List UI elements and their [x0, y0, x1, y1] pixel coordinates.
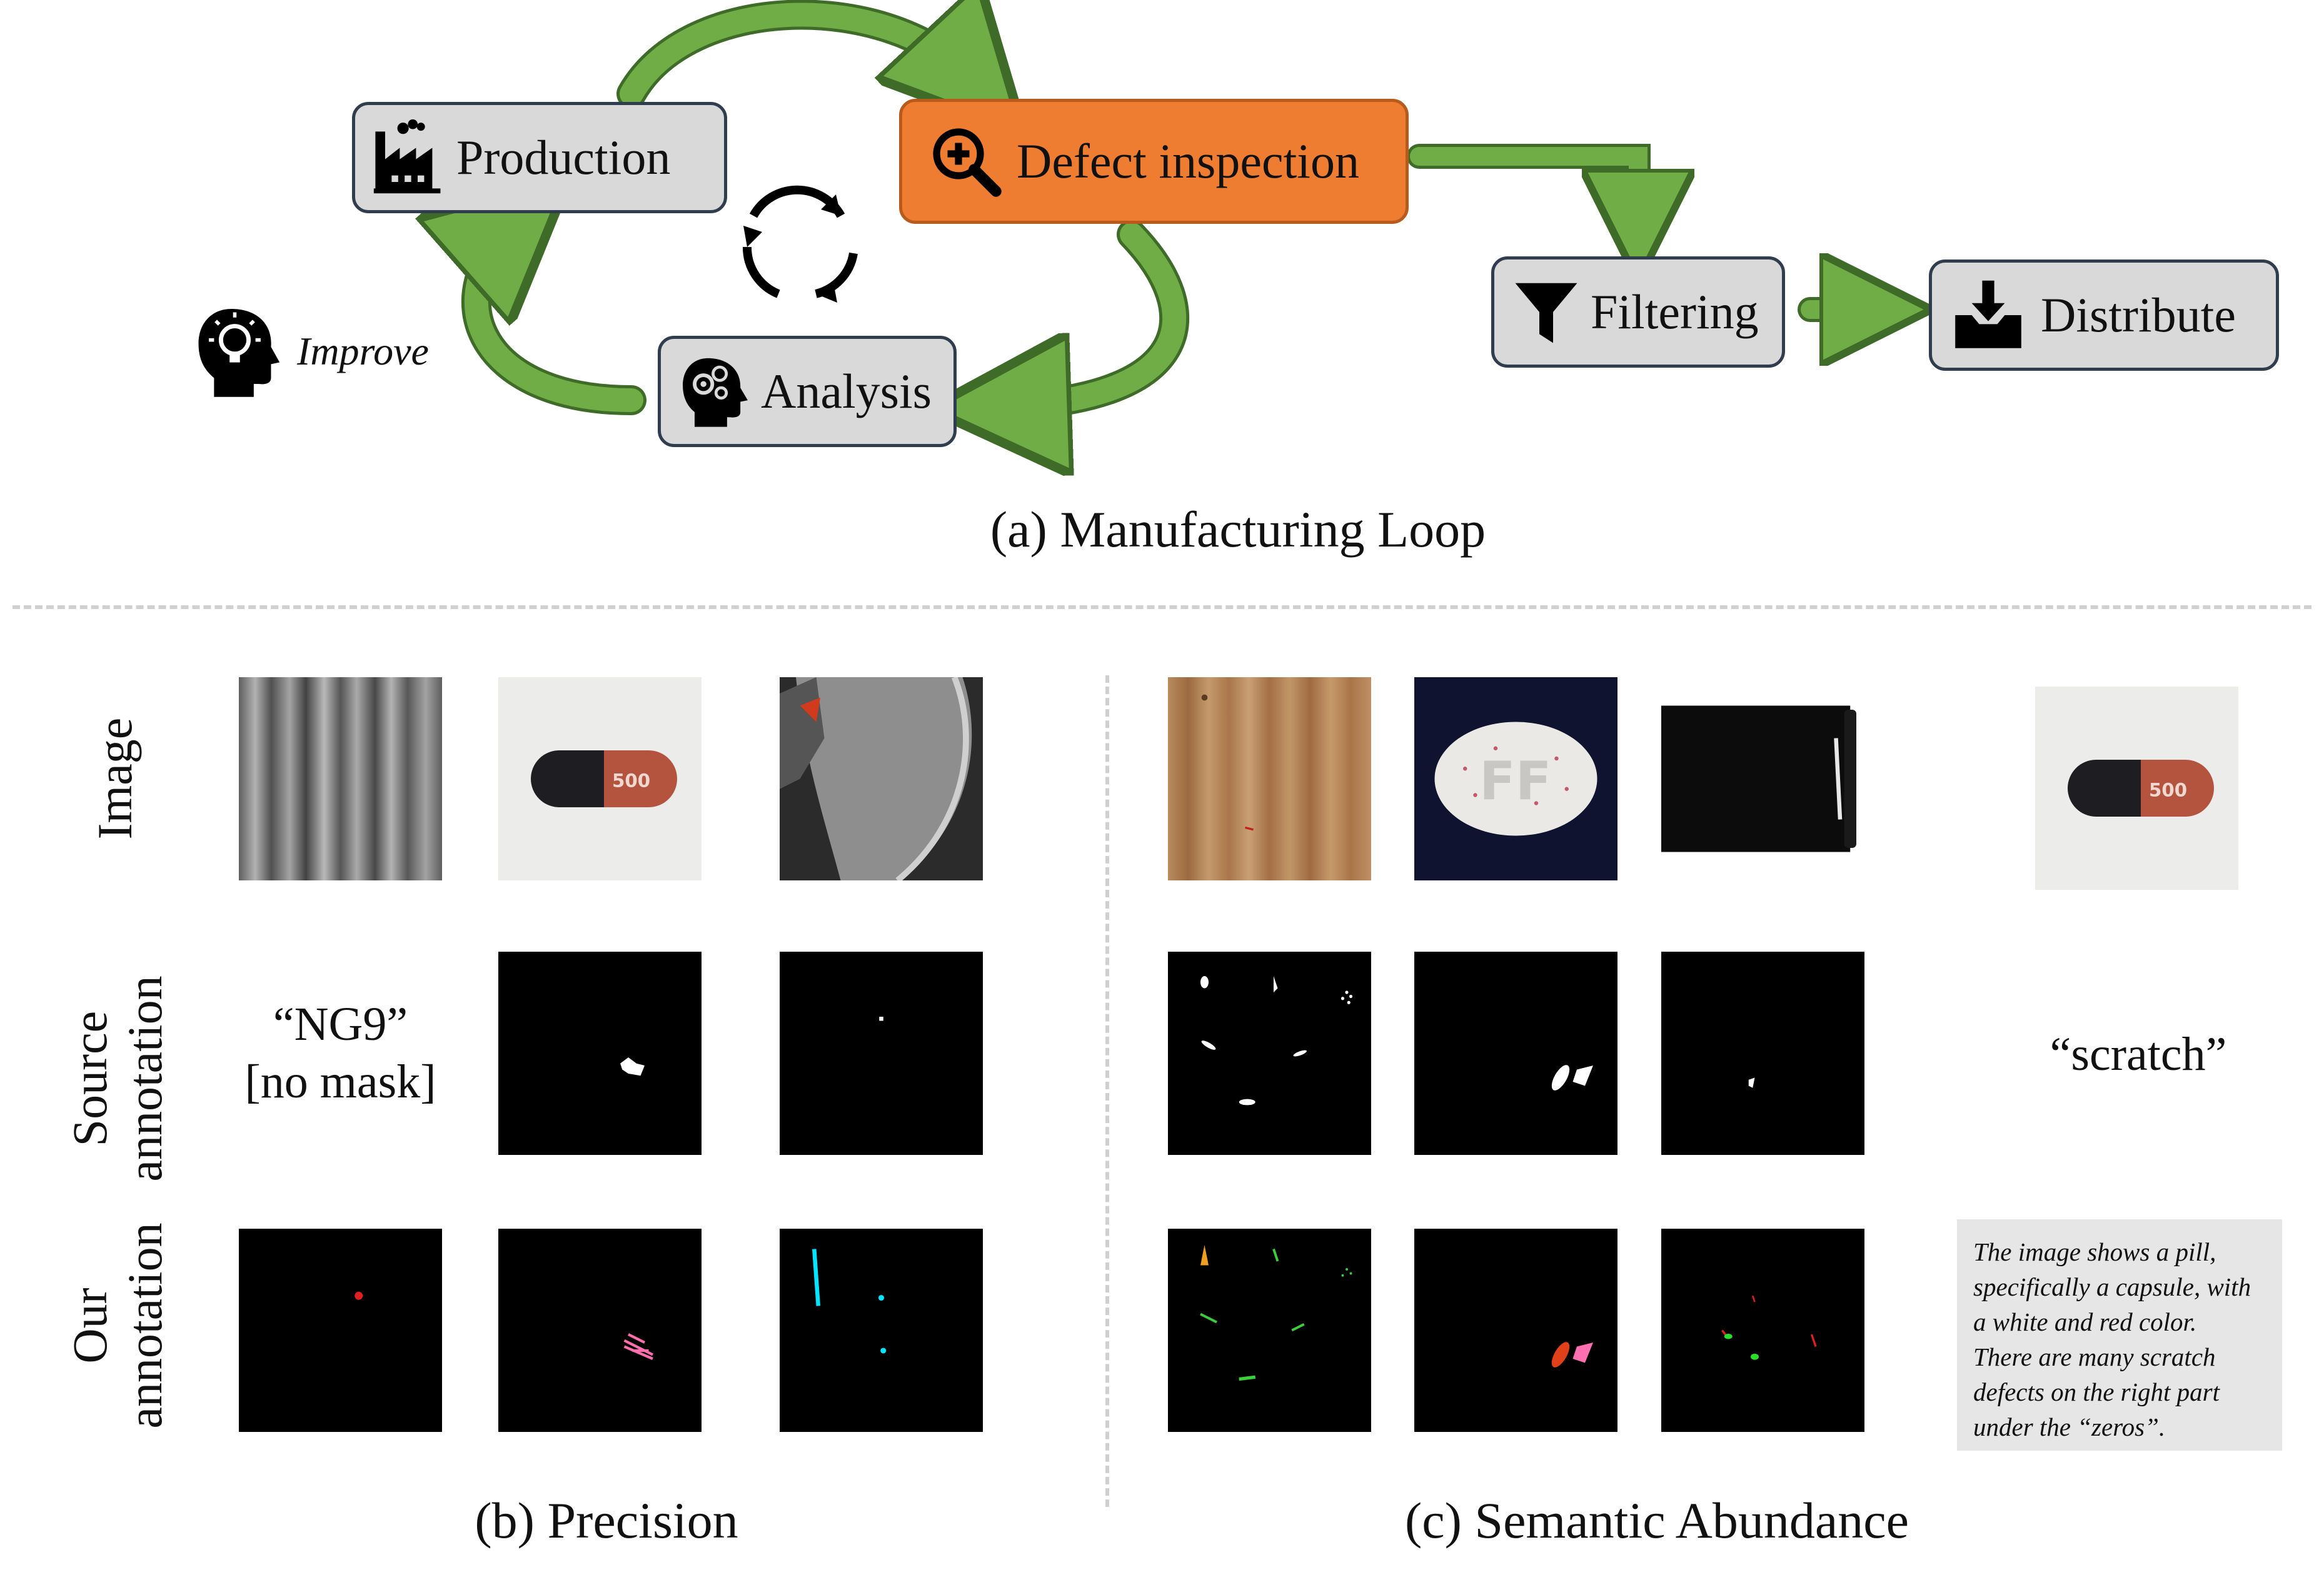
caption-a: (a) Manufacturing Loop	[990, 501, 1486, 558]
source-text-scratch: “scratch”	[2050, 1028, 2227, 1081]
distribute-node: Distribute	[1929, 259, 2279, 371]
image-pill: FF	[1414, 677, 1617, 880]
source-mask-pill	[1414, 952, 1617, 1155]
image-battery	[1661, 677, 1864, 880]
vertical-divider	[1105, 675, 1109, 1507]
lightbulb-head-icon	[198, 309, 280, 397]
image-capsule-2: 500	[2035, 687, 2238, 890]
our-mask-metal	[780, 1229, 983, 1432]
factory-icon	[373, 119, 441, 194]
description-line: The image shows a pill,	[1973, 1237, 2216, 1266]
description-line: a white and red color.	[1973, 1307, 2197, 1336]
capsule-print-2: 500	[2149, 780, 2187, 801]
row-label-image: Image	[88, 717, 142, 840]
production-label: Production	[456, 130, 671, 184]
filtering-node: Filtering	[1491, 256, 1785, 368]
horizontal-divider	[13, 605, 2311, 609]
source-mask-battery	[1661, 952, 1864, 1155]
arrow-inspection-to-filtering	[1407, 144, 1651, 238]
row-label-our: Our annotation	[63, 1194, 175, 1457]
source-text-ng9: “NG9” [no mask]	[239, 995, 442, 1111]
capsule-print: 500	[612, 770, 650, 792]
source-mask-wood	[1168, 952, 1371, 1155]
head-gears-icon	[683, 358, 748, 427]
source-text-ng9-line1: “NG9”	[273, 998, 408, 1050]
flow-arrows	[0, 0, 2324, 625]
analysis-label: Analysis	[761, 364, 932, 418]
image-capsule: 500	[498, 677, 702, 880]
source-text-ng9-line2: [no mask]	[244, 1056, 436, 1108]
our-mask-capsule	[498, 1229, 702, 1432]
improve-label: Improve	[297, 329, 429, 373]
filtering-label: Filtering	[1591, 285, 1759, 339]
description-box: The image shows a pill, specifically a c…	[1957, 1219, 2282, 1451]
caption-c: (c) Semantic Abundance	[1404, 1492, 1909, 1549]
zoom-in-icon	[933, 128, 1002, 197]
our-mask-battery	[1661, 1229, 1864, 1432]
our-mask-texture	[239, 1229, 442, 1432]
row-label-our-line2: annotation	[118, 1222, 172, 1429]
defect-inspection-node: Defect inspection	[899, 99, 1409, 224]
row-label-source-line1: Source	[63, 1010, 117, 1147]
image-texture	[239, 677, 442, 880]
our-mask-wood	[1168, 1229, 1371, 1432]
row-label-our-line1: Our	[63, 1287, 117, 1364]
row-label-source: Source annotation	[63, 947, 175, 1210]
our-mask-pill	[1414, 1229, 1617, 1432]
production-node: Production	[352, 102, 727, 213]
description-line: defects on the right part	[1973, 1378, 2220, 1406]
description-line: There are many scratch	[1973, 1343, 2216, 1371]
defect-inspection-label: Defect inspection	[1017, 134, 1359, 188]
description-line: under the “zeros”.	[1973, 1413, 2166, 1441]
image-wood	[1168, 677, 1371, 880]
caption-b: (b) Precision	[475, 1492, 738, 1549]
image-metal-part	[780, 677, 983, 880]
description-line: specifically a capsule, with	[1973, 1272, 2251, 1301]
download-tray-icon	[1955, 280, 2021, 348]
filter-icon	[1515, 283, 1577, 343]
pill-print: FF	[1479, 750, 1551, 812]
source-mask-metal	[780, 952, 983, 1155]
source-mask-capsule	[498, 952, 702, 1155]
row-label-source-line2: annotation	[118, 975, 172, 1182]
distribute-label: Distribute	[2041, 288, 2236, 342]
analysis-node: Analysis	[658, 336, 957, 447]
